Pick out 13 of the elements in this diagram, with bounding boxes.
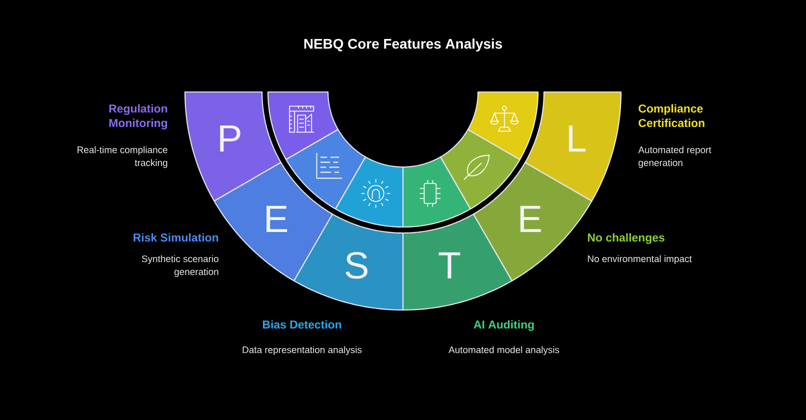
feature-title: Regulation Monitoring (109, 104, 168, 130)
feature-description: Real-time compliance tracking (78, 146, 168, 168)
feature-title: Compliance Certification (638, 104, 704, 128)
ring-segment: P (184, 91, 282, 202)
feature-title: AI Auditing (474, 320, 534, 331)
feature-description: Automated model analysis (448, 346, 560, 356)
title: NEBQ Core Features Analysis (304, 38, 502, 52)
ring-segment: S (293, 214, 404, 311)
feature-description: Automated report generation (638, 146, 712, 168)
ring-segment: L (524, 91, 622, 202)
ring-segment: T (402, 214, 513, 311)
feature-description: Data representation analysis (242, 346, 362, 356)
feature-title: Bias Detection (262, 320, 342, 329)
